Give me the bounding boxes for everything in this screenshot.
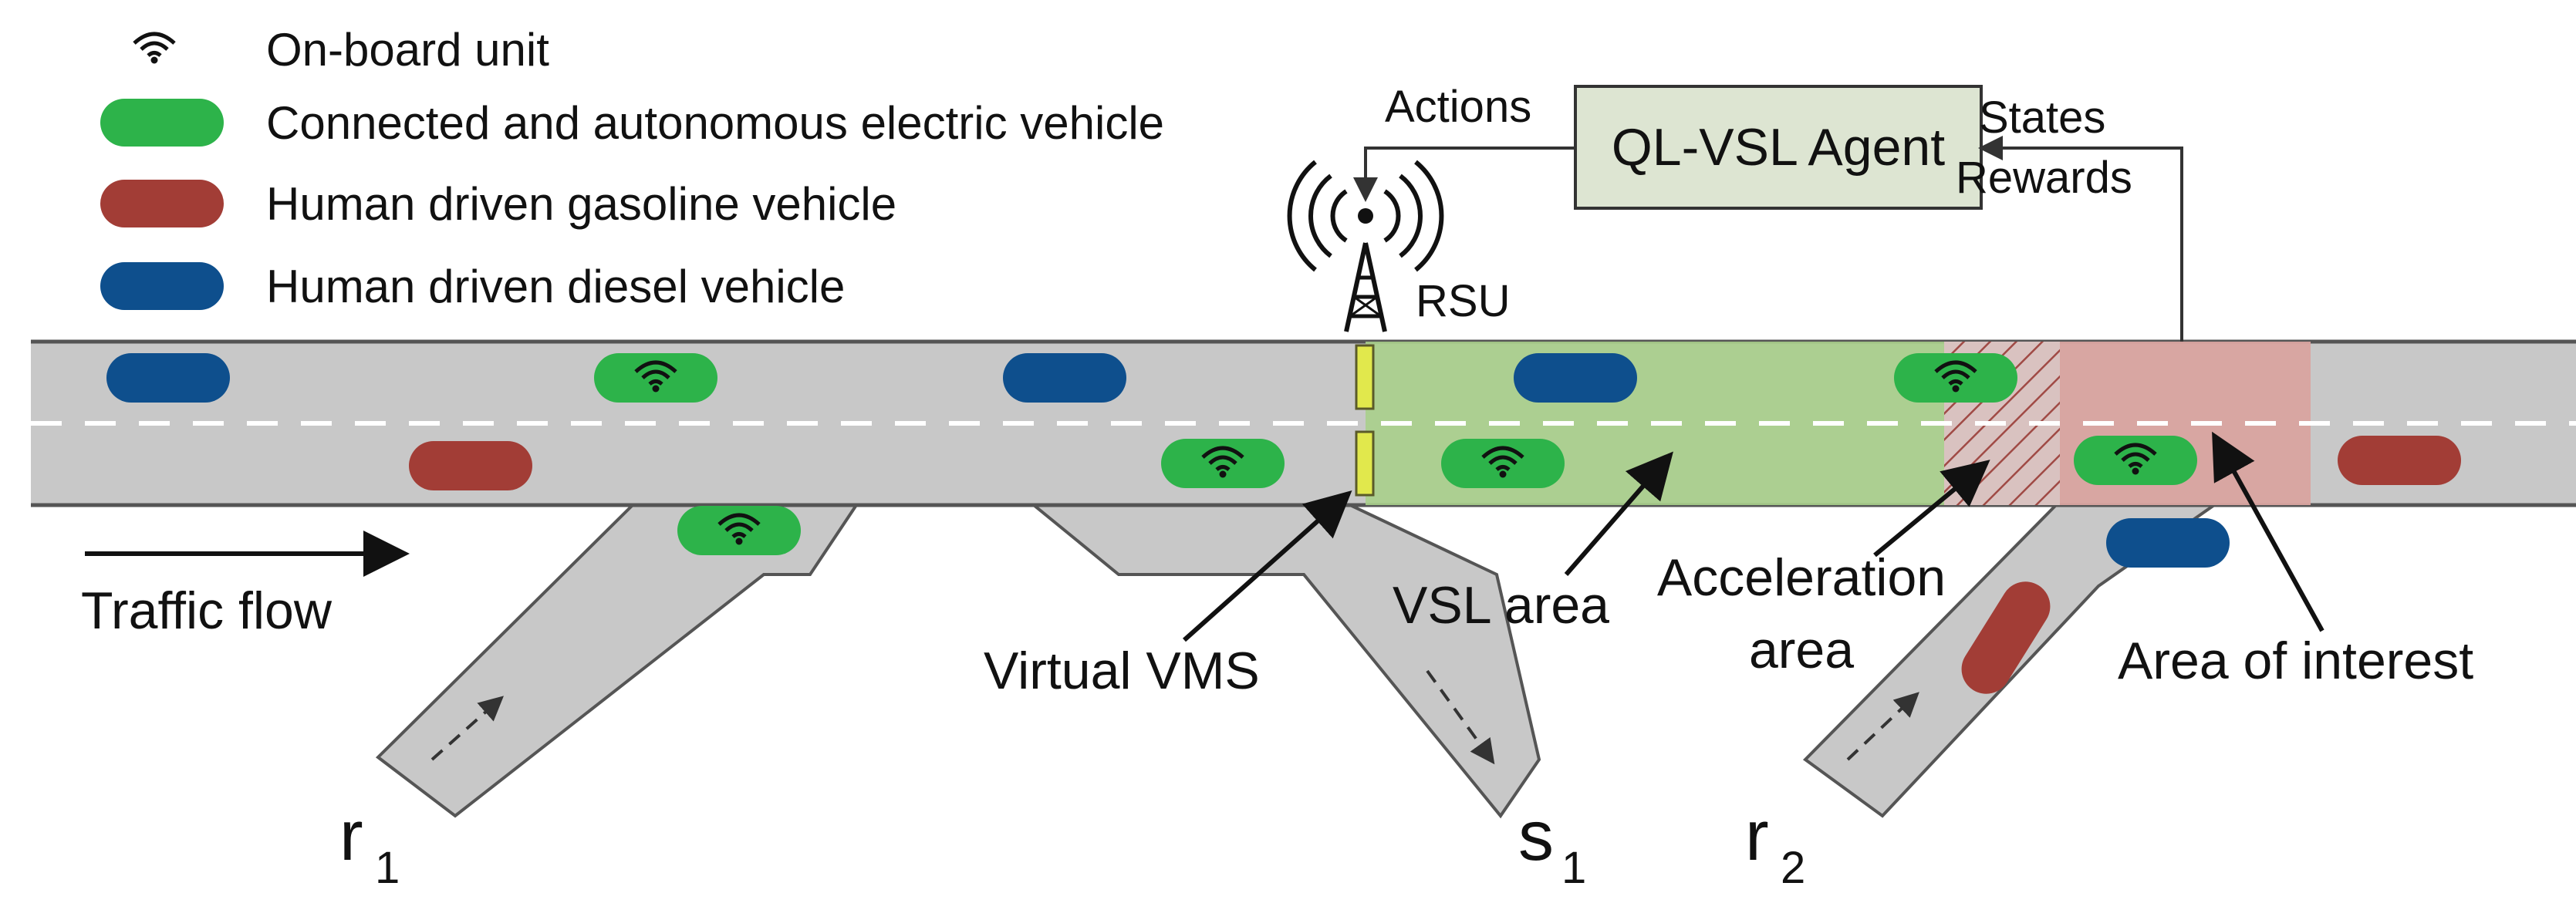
ramp-s1-label: s 1 bbox=[1518, 797, 1586, 893]
diesel-car-icon bbox=[100, 262, 224, 310]
legend-hdv-row: Human driven diesel vehicle bbox=[100, 261, 845, 312]
legend-caev-label: Connected and autonomous electric vehicl… bbox=[266, 97, 1164, 149]
ramp-s1-subscript: 1 bbox=[1561, 843, 1586, 893]
wifi-icon bbox=[134, 34, 174, 64]
virtual-vms-pointer bbox=[1183, 490, 1352, 642]
states-label: States bbox=[1979, 93, 2105, 143]
rewards-label: Rewards bbox=[1956, 153, 2132, 203]
legend: On-board unit Connected and autonomous e… bbox=[100, 24, 1164, 312]
caev-vehicle bbox=[594, 353, 717, 403]
ramp-r2-label: r 2 bbox=[1745, 797, 1805, 893]
diesel-vehicle bbox=[1514, 353, 1637, 403]
legend-hgv-label: Human driven gasoline vehicle bbox=[266, 178, 896, 230]
caev-car-icon bbox=[100, 99, 224, 147]
rsu-label: RSU bbox=[1416, 276, 1510, 326]
ramp-s1-letter: s bbox=[1518, 797, 1554, 875]
acceleration-area-label-line2: area bbox=[1749, 621, 1854, 679]
vsl-area-label: VSL area bbox=[1393, 576, 1609, 635]
diesel-vehicle bbox=[2106, 518, 2230, 568]
ramp-r1-letter: r bbox=[339, 797, 363, 875]
caev-vehicle bbox=[1161, 439, 1285, 488]
annotations: Traffic flow Virtual VMS VSL area Accele… bbox=[81, 431, 2473, 700]
gasoline-car-icon bbox=[100, 180, 224, 227]
diesel-vehicle bbox=[1003, 353, 1126, 403]
legend-obu-label: On-board unit bbox=[266, 24, 549, 76]
caev-vehicle bbox=[1441, 439, 1565, 488]
vsl-area-pointer bbox=[1564, 451, 1673, 576]
legend-hdv-label: Human driven diesel vehicle bbox=[266, 261, 845, 312]
ramp-r1-subscript: 1 bbox=[375, 843, 400, 893]
rsu: RSU bbox=[1287, 160, 1510, 332]
ramp-r1-label: r 1 bbox=[339, 797, 400, 893]
diesel-vehicle bbox=[106, 353, 230, 403]
area-of-interest-pointer bbox=[2212, 431, 2324, 632]
ramp-r1-direction-arrow bbox=[430, 696, 504, 761]
acceleration-area-pointer bbox=[1873, 460, 1990, 558]
legend-hgv-row: Human driven gasoline vehicle bbox=[100, 178, 896, 230]
caev-vehicle bbox=[1894, 353, 2017, 403]
acceleration-area-label-line1: Acceleration bbox=[1657, 548, 1946, 607]
gasoline-vehicle bbox=[409, 441, 532, 490]
agent-label: QL-VSL Agent bbox=[1612, 118, 1945, 177]
legend-caev-row: Connected and autonomous electric vehicl… bbox=[100, 97, 1164, 149]
ramp-r2-letter: r bbox=[1745, 797, 1769, 875]
vms-sign-lower bbox=[1355, 430, 1375, 497]
states-rewards-arrow bbox=[1978, 136, 2183, 342]
ramp-labels: r 1 s 1 r 2 bbox=[339, 797, 1805, 893]
area-of-interest-label: Area of interest bbox=[2118, 632, 2473, 690]
ramp-r2-subscript: 2 bbox=[1781, 843, 1805, 893]
vms-sign-upper bbox=[1355, 344, 1375, 410]
ramp-s1 bbox=[1029, 504, 1541, 819]
vehicles bbox=[106, 353, 2461, 694]
actions-label: Actions bbox=[1385, 82, 1531, 132]
ql-vsl-agent: QL-VSL Agent Actions States Rewards bbox=[1353, 82, 2183, 342]
caev-vehicle bbox=[2074, 436, 2197, 485]
caev-vehicle bbox=[677, 506, 801, 555]
gasoline-vehicle bbox=[2338, 436, 2461, 485]
gasoline-vehicle bbox=[1961, 581, 2051, 694]
traffic-flow-label: Traffic flow bbox=[81, 581, 333, 640]
rsu-signal-icon bbox=[1287, 160, 1444, 272]
virtual-vms-label: Virtual VMS bbox=[984, 642, 1260, 700]
actions-arrow bbox=[1353, 147, 1575, 202]
ramp-r2-direction-arrow bbox=[1846, 692, 1919, 761]
rsu-tower-icon bbox=[1344, 242, 1387, 332]
legend-obu-row: On-board unit bbox=[134, 24, 549, 76]
virtual-vms bbox=[1355, 344, 1375, 497]
ramp-s1-direction-arrow bbox=[1426, 669, 1495, 765]
